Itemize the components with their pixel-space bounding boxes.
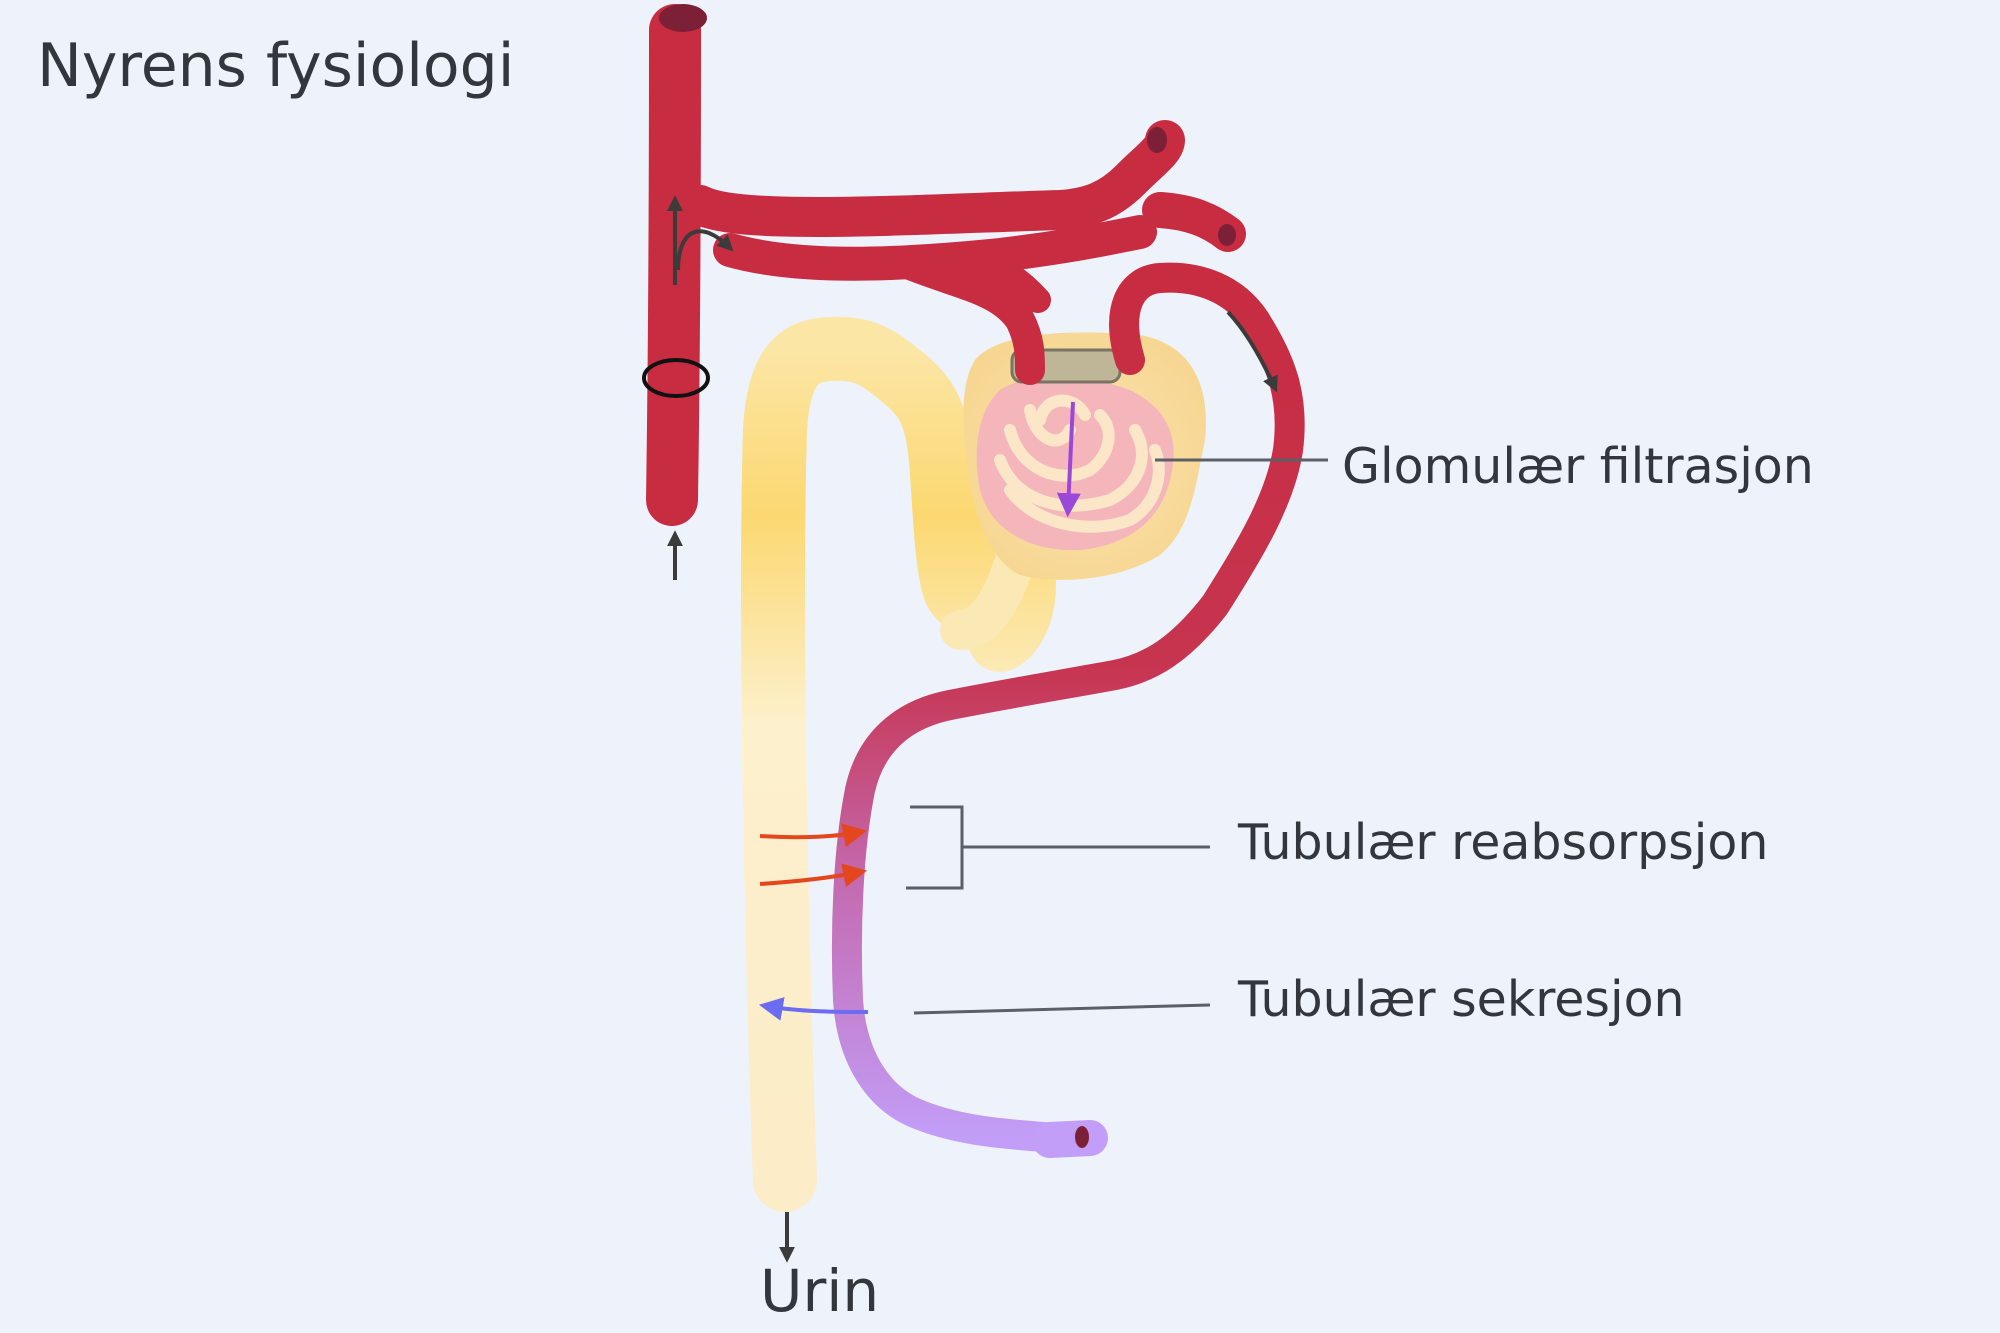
leader-reabsorption	[906, 805, 1210, 890]
artery-upper-branch	[680, 120, 1185, 237]
flow-arrow-curved	[676, 229, 734, 271]
vein-ring	[642, 358, 710, 398]
flow-arrow-efferent	[1226, 310, 1278, 393]
label-urine: Urin	[760, 1257, 880, 1325]
flow-arrows	[667, 195, 1278, 1263]
efferent-peritubular-capillary	[831, 262, 1305, 1155]
leader-lines	[906, 458, 1328, 1015]
reabsorption-arrow-1	[759, 823, 868, 848]
vein-top-opening	[659, 4, 707, 32]
artery-opening-top	[1147, 127, 1167, 153]
tubule-neck	[940, 540, 1035, 650]
label-glomerular-filtration: Glomulær filtrasjon	[1342, 438, 1814, 495]
page-title: Nyrens fysiologi	[37, 31, 515, 101]
artery-small-branch	[1142, 192, 1246, 252]
artery-opening-right	[1218, 224, 1236, 246]
reabsorption-arrow-2	[759, 863, 868, 888]
filtration-arrow	[1056, 401, 1081, 518]
arteriole-connector	[947, 242, 1051, 313]
capillary-end-opening	[1075, 1126, 1089, 1148]
label-tubular-reabsorption: Tubulær reabsorpsjon	[1238, 814, 1769, 871]
afferent-arteriole	[895, 250, 1045, 385]
leader-secretion	[913, 1003, 1211, 1015]
secretion-arrow	[758, 997, 869, 1021]
glomerulus-capillary-loops	[994, 394, 1165, 533]
label-tubular-secretion: Tubulær sekresjon	[1238, 971, 1685, 1028]
arterial-tree	[680, 120, 1246, 385]
renal-corpuscle	[963, 332, 1206, 580]
